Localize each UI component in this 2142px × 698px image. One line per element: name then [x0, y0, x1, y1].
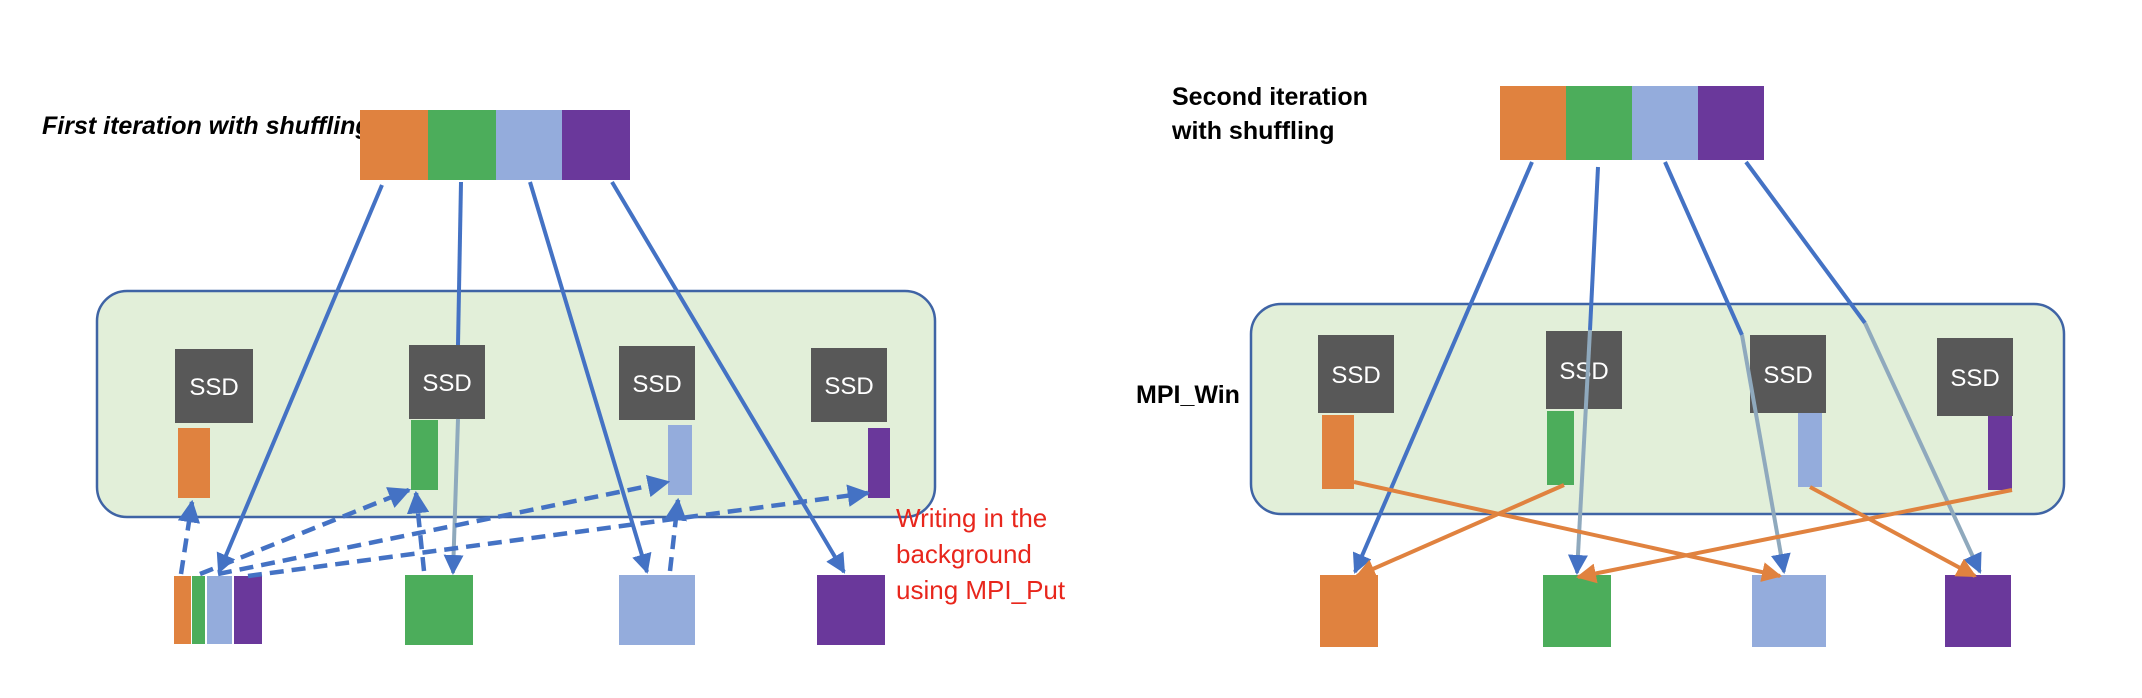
right-node-container — [1249, 302, 2066, 516]
right-stored-block-lightblue — [1798, 413, 1822, 487]
left-bottom-lightblue — [619, 575, 695, 645]
left-stored-block-green — [411, 420, 438, 490]
shuffle-purple-to-green — [1576, 488, 2013, 584]
ssd-box — [1318, 335, 1394, 413]
left-top-block-lightblue — [496, 110, 562, 180]
ssd-box — [1937, 338, 2013, 416]
dashed-arrow-lightblue-up — [664, 497, 687, 572]
left-ssd-3: SSD — [619, 346, 695, 420]
ssd-label: SSD — [1331, 362, 1380, 389]
right-bottom-purple — [1945, 575, 2011, 647]
shuffle-green-to-orange — [1355, 483, 1565, 578]
left-arrow-lightblue-to-bottom — [528, 181, 652, 574]
right-title-line-2: with shuffling — [1171, 117, 1334, 145]
right-arrow-purple-segment — [1744, 160, 1867, 325]
ssd-label: SSD — [1950, 365, 1999, 392]
right-arrow-lightblue-segment — [1663, 161, 1744, 336]
ssd-box — [175, 349, 253, 423]
left-diagram: First iteration with shuffling: SSD SSD … — [42, 110, 1066, 645]
right-arrow-green-segment — [1588, 166, 1600, 331]
left-ssd-1: SSD — [175, 349, 253, 423]
shuffle-lightblue-to-purple — [1809, 485, 1977, 578]
right-ssd-3: SSD — [1750, 335, 1826, 413]
ssd-box — [409, 345, 485, 419]
right-top-block-orange — [1500, 86, 1566, 160]
ssd-label: SSD — [1763, 362, 1812, 389]
right-bottom-orange — [1320, 575, 1378, 647]
right-title-line-1: Second iteration — [1172, 83, 1368, 111]
right-arrow-purple-to-bottom — [1863, 322, 1982, 574]
right-stored-block-green — [1547, 411, 1574, 485]
ssd-label: SSD — [1559, 358, 1608, 385]
ssd-box — [1750, 335, 1826, 413]
right-stored-block-orange — [1322, 415, 1354, 489]
right-ssd-2: SSD — [1546, 331, 1622, 409]
mpi-win-label: MPI_Win — [1136, 381, 1240, 409]
ssd-label: SSD — [824, 373, 873, 400]
right-shuffle-arrows — [1353, 480, 2013, 584]
ssd-box — [811, 348, 887, 422]
left-top-block-green — [428, 110, 496, 180]
right-ssd-1: SSD — [1318, 335, 1394, 413]
dashed-arrow-green-up — [406, 490, 430, 572]
note-line-3: using MPI_Put — [896, 575, 1066, 605]
right-arrow-orange-to-bottom — [1352, 161, 1534, 574]
dashed-arrow-to-orange — [177, 499, 201, 575]
left-top-block-purple — [562, 110, 630, 180]
background-write-note: Writing in the background using MPI_Put — [896, 503, 1066, 605]
right-stored-block-purple — [1988, 416, 2012, 490]
ssd-box — [619, 346, 695, 420]
ssd-label: SSD — [632, 371, 681, 398]
note-line-2: background — [896, 539, 1032, 569]
left-bottom-block-green — [192, 576, 205, 644]
right-bottom-green — [1543, 575, 1611, 647]
right-bottom-lightblue — [1752, 575, 1826, 647]
right-top-block-purple — [1698, 86, 1764, 160]
right-top-block-lightblue — [1632, 86, 1698, 160]
left-bottom-purple — [817, 575, 885, 645]
left-top-block-orange — [360, 110, 428, 180]
left-node-container — [95, 289, 937, 519]
right-ssd-4: SSD — [1937, 338, 2013, 416]
left-bottom-group-1 — [174, 576, 262, 644]
left-stored-block-purple — [868, 428, 890, 498]
left-bottom-block-lightblue — [207, 576, 232, 644]
left-ssd-2: SSD — [409, 345, 485, 419]
right-top-buffer — [1500, 86, 1764, 160]
left-bottom-block-purple — [234, 576, 262, 644]
left-stored-block-lightblue — [668, 425, 692, 495]
ssd-box — [1546, 331, 1622, 409]
right-diagram: Second iteration with shuffling MPI_Win … — [1136, 83, 2066, 647]
left-title: First iteration with shuffling: — [42, 112, 379, 140]
shuffle-orange-to-lightblue — [1353, 480, 1782, 582]
note-line-1: Writing in the — [896, 503, 1047, 533]
left-bottom-block-orange — [174, 576, 191, 644]
left-top-buffer — [360, 110, 630, 180]
ssd-label: SSD — [189, 374, 238, 401]
left-stored-block-orange — [178, 428, 210, 498]
left-arrow-orange-to-bottom — [216, 184, 384, 574]
right-arrow-lightblue-to-bottom — [1740, 334, 1791, 574]
left-arrow-green-segment — [456, 181, 463, 346]
ssd-label: SSD — [422, 370, 471, 397]
left-arrow-purple-to-bottom — [610, 180, 846, 574]
dashed-arrow-to-lightblue — [217, 475, 671, 577]
left-dashed-writes — [177, 475, 871, 579]
left-bottom-green — [405, 575, 473, 645]
left-ssd-4: SSD — [811, 348, 887, 422]
dashed-arrow-to-green — [199, 487, 412, 577]
dashed-arrow-to-purple — [247, 484, 871, 579]
right-top-block-green — [1566, 86, 1632, 160]
